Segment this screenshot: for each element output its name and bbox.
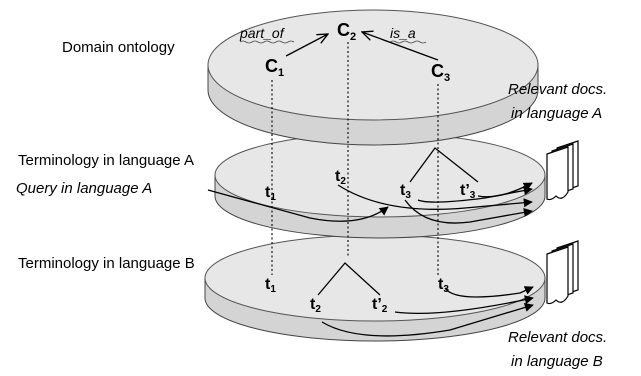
is-a-underline — [389, 40, 427, 44]
relevant-docs-b-line2: in language B — [511, 353, 603, 370]
term-a-t3-prime: t’3 — [460, 182, 476, 201]
concept-c2: C2 — [337, 20, 356, 43]
disk-language-b — [204, 234, 546, 342]
concept-c3: C3 — [431, 61, 450, 84]
query-arrow — [207, 189, 389, 222]
query-label: Query in language A — [16, 180, 152, 197]
is-a-label: is_a — [390, 25, 416, 41]
t2-doc-arrow-b — [321, 303, 534, 337]
term-b-t2-prime: t’2 — [372, 296, 388, 315]
t2-doc-arrow-a — [337, 184, 533, 210]
relevant-docs-a-line1: Relevant docs. — [508, 81, 607, 98]
part-of-label: part_of — [239, 25, 286, 41]
term-a-t1: t1 — [265, 184, 276, 203]
relevant-docs-b-line1: Relevant docs. — [508, 329, 607, 346]
doc-stack-language-b — [546, 240, 579, 305]
domain-ontology-label: Domain ontology — [62, 39, 175, 56]
t3-doc-arrow-a2 — [404, 199, 533, 224]
is-a-edge — [362, 32, 439, 61]
concept-c1: C1 — [265, 56, 284, 79]
t2p-doc-arrow-b — [394, 295, 534, 315]
disk-domain-ontology — [207, 9, 539, 146]
t3p-doc-arrow-a — [477, 182, 533, 198]
term-b-t2: t2 — [310, 296, 321, 315]
terminology-b-label: Terminology in language B — [18, 255, 195, 272]
c2-branch-lang-b — [317, 262, 381, 296]
part-of-edge — [285, 34, 328, 57]
relevant-docs-a-line2: in language A — [511, 105, 602, 122]
t3-doc-arrow-b — [444, 286, 534, 298]
doc-stack-language-a — [546, 140, 579, 201]
term-a-t2: t2 — [335, 168, 346, 187]
c3-branch-lang-a — [409, 147, 479, 183]
term-b-t1: t1 — [265, 276, 276, 295]
part-of-underline — [239, 40, 295, 44]
term-b-t3: t3 — [438, 276, 449, 295]
term-a-t3: t3 — [400, 182, 411, 201]
t3-doc-arrow-a — [417, 186, 533, 203]
terminology-a-label: Terminology in language A — [18, 152, 194, 169]
